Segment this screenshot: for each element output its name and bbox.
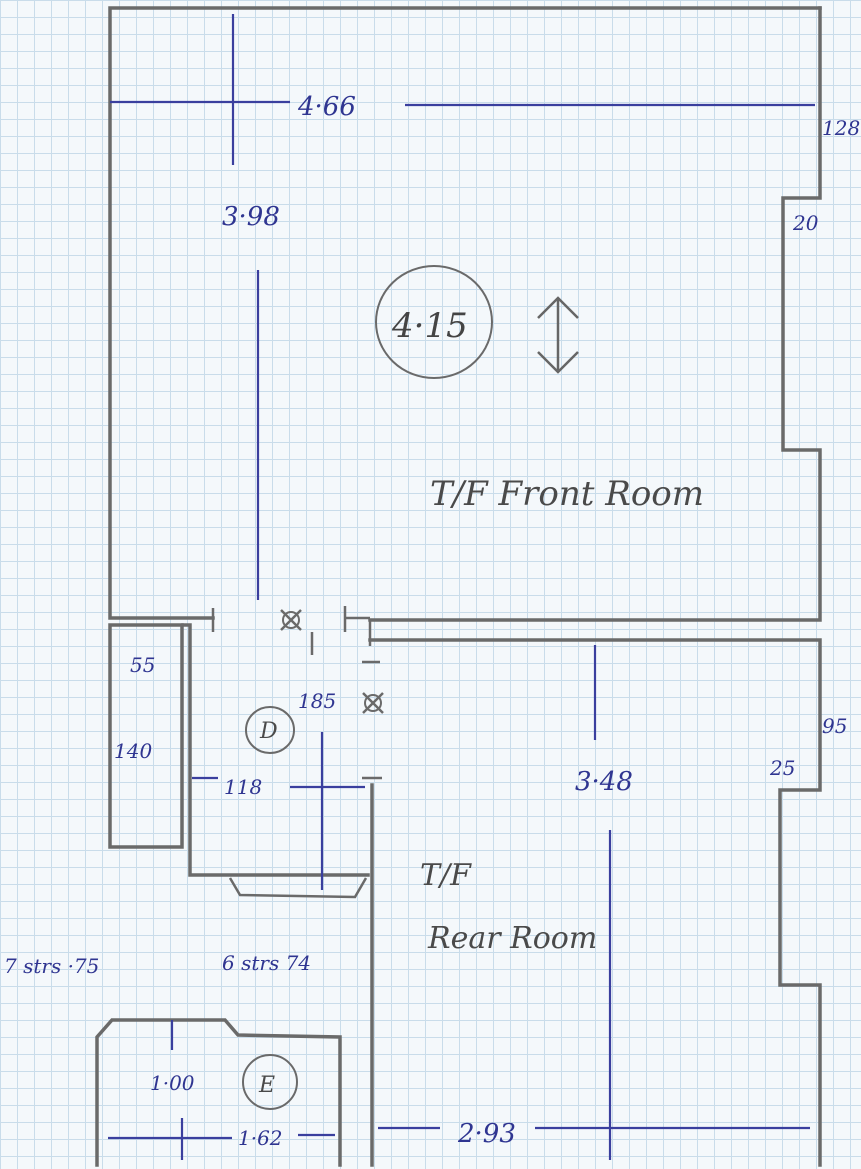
dim-landing-depth: 185 <box>298 689 336 713</box>
front-room-label: T/F Front Room <box>430 474 704 514</box>
dim-rear-depth: 3·48 <box>575 767 633 797</box>
dim-landing-width: 118 <box>224 775 262 799</box>
rear-room-label-line2: Rear Room <box>427 921 597 956</box>
dim-right-step-top: 128 <box>822 116 860 140</box>
dim-stairs-left: 7 strs ·75 <box>4 954 99 978</box>
dim-front-depth: 3·98 <box>222 202 280 232</box>
dim-front-width: 4·66 <box>297 92 356 122</box>
marker-e: E <box>258 1073 275 1098</box>
room-e-wall <box>95 1018 342 1167</box>
dim-e-depth: 1·00 <box>150 1071 195 1095</box>
rear-room-label-line1: T/F <box>420 858 472 893</box>
area-badge: 4·15 <box>391 306 468 346</box>
landing-wall <box>181 623 370 877</box>
dim-cupboard-b: 140 <box>114 739 152 763</box>
door-cross-icon-2 <box>364 694 382 712</box>
dim-rear-step-small: 25 <box>769 756 795 780</box>
double-arrow-icon <box>537 296 579 374</box>
dim-cupboard-a: 55 <box>130 653 155 677</box>
landing-shelf <box>228 877 368 899</box>
dim-rear-step-top: 95 <box>822 714 847 738</box>
marker-d-circle <box>245 706 295 754</box>
dim-right-step-small: 20 <box>792 211 819 235</box>
dimension-lines <box>108 14 815 1160</box>
dim-stairs-right: 6 strs 74 <box>222 951 311 975</box>
area-badge-circle <box>375 265 493 379</box>
marker-e-circle <box>242 1054 298 1110</box>
walls <box>95 6 822 1167</box>
front-room-right-wall <box>368 6 822 622</box>
front-room-wall <box>108 6 822 620</box>
cupboard <box>108 623 184 849</box>
dim-rear-width: 2·93 <box>457 1119 516 1149</box>
rear-room-wall <box>368 638 822 1167</box>
door-cross-icon <box>282 611 300 629</box>
dim-e-width: 1·62 <box>238 1126 283 1150</box>
door-crosses <box>280 609 384 714</box>
marker-d: D <box>259 719 278 744</box>
